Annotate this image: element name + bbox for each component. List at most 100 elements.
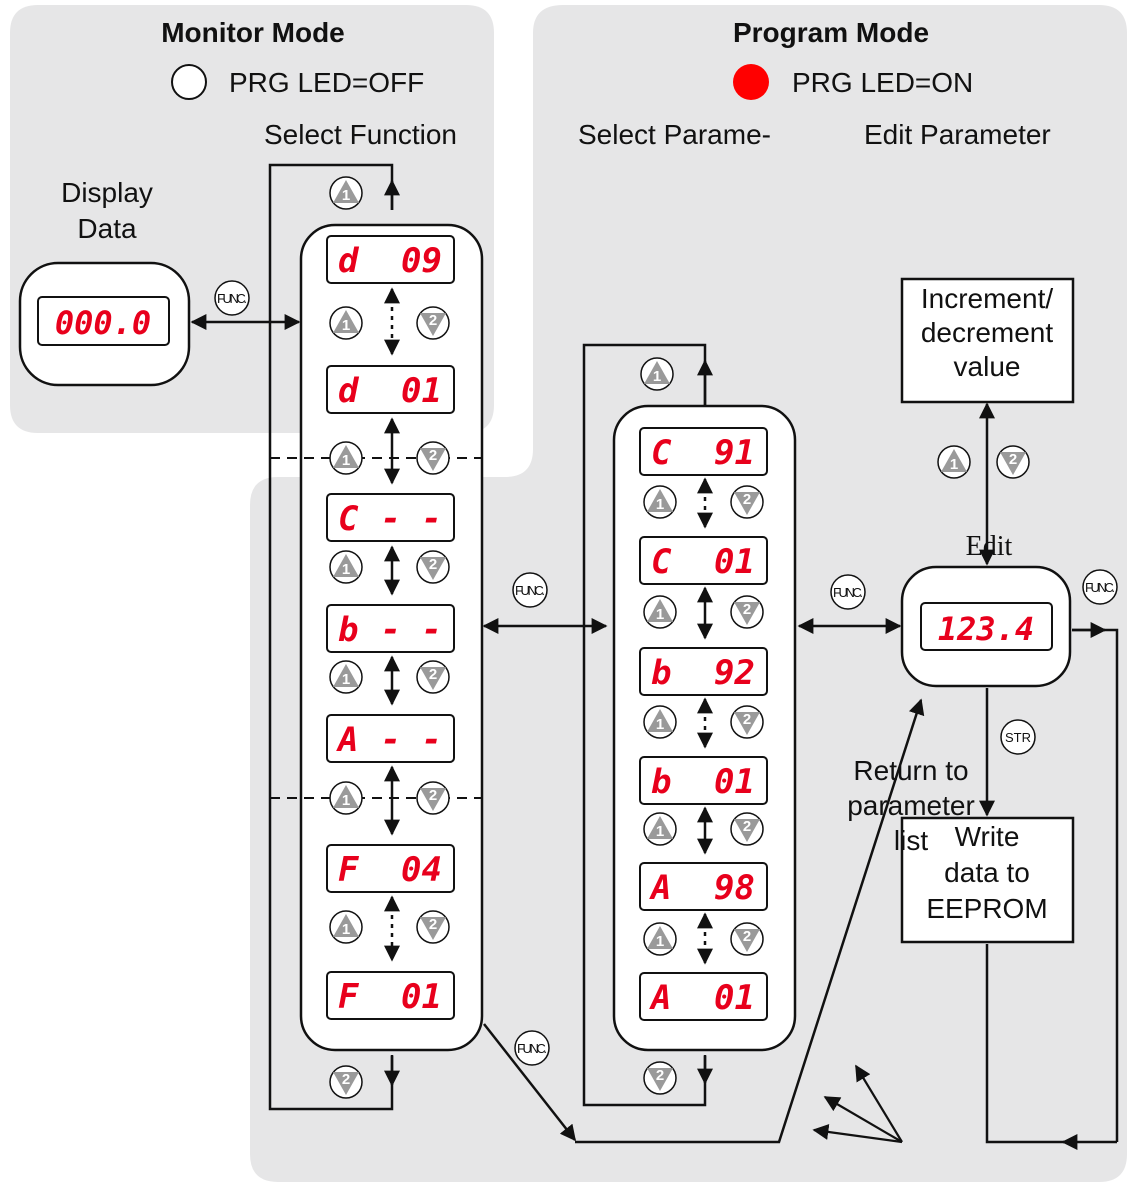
up-key-icon[interactable]: 1 xyxy=(329,660,363,694)
monitor-mode-title: Monitor Mode xyxy=(161,17,345,48)
svg-text:1: 1 xyxy=(342,792,350,809)
svg-text:1: 1 xyxy=(342,317,350,334)
svg-text:2: 2 xyxy=(743,928,751,945)
func-key-icon[interactable]: FUNC. xyxy=(512,572,548,608)
svg-text:STR: STR xyxy=(1005,730,1031,745)
up-key-icon[interactable]: 1 xyxy=(937,445,971,479)
svg-text:1: 1 xyxy=(656,823,664,840)
func-key-icon[interactable]: FUNC. xyxy=(830,574,866,610)
code-display-frame xyxy=(326,844,455,893)
svg-text:1: 1 xyxy=(342,452,350,469)
code-display-frame xyxy=(639,647,768,696)
up-key-icon[interactable]: 1 xyxy=(643,485,677,519)
down-key-icon[interactable]: 2 xyxy=(416,781,450,815)
function-code-number: 92 xyxy=(714,653,755,693)
up-key-icon[interactable]: 1 xyxy=(329,781,363,815)
down-key-icon[interactable]: 2 xyxy=(416,306,450,340)
up-key-icon[interactable]: 1 xyxy=(329,306,363,340)
display-data-label-line1: Display xyxy=(61,177,153,208)
svg-text:1: 1 xyxy=(656,933,664,950)
edit-value: 123.4 xyxy=(938,610,1034,648)
prg-led-off-icon xyxy=(171,64,207,100)
increment-text-line1: Increment/ xyxy=(921,283,1053,314)
up-key-icon[interactable]: 1 xyxy=(643,812,677,846)
svg-text:2: 2 xyxy=(342,1071,350,1088)
down-key-icon[interactable]: 2 xyxy=(329,1065,363,1099)
up-key-icon[interactable]: 1 xyxy=(643,705,677,739)
prg-led-off-label: PRG LED=OFF xyxy=(229,67,424,98)
code-display-frame xyxy=(326,714,455,763)
function-group-letter: F xyxy=(338,850,360,890)
down-key-icon[interactable]: 2 xyxy=(416,550,450,584)
up-key-icon[interactable]: 1 xyxy=(329,176,363,210)
function-to-edit-path xyxy=(575,698,925,1144)
func-key-icon[interactable]: FUNC. xyxy=(214,280,250,316)
function-group-letter: C xyxy=(338,499,359,539)
down-key-icon[interactable]: 2 xyxy=(416,441,450,475)
select-parameter-label: Select Parame- xyxy=(578,119,771,150)
up-key-icon[interactable]: 1 xyxy=(329,441,363,475)
svg-text:FUNC.: FUNC. xyxy=(517,1041,547,1056)
up-key-icon[interactable]: 1 xyxy=(643,922,677,956)
down-key-icon[interactable]: 2 xyxy=(643,1061,677,1095)
code-display-frame xyxy=(326,235,455,284)
function-code-number: 01 xyxy=(714,978,755,1018)
up-key-icon[interactable]: 1 xyxy=(640,357,674,391)
function-code-display: d 01 xyxy=(326,365,455,414)
svg-text:FUNC.: FUNC. xyxy=(833,585,863,600)
svg-text:2: 2 xyxy=(743,491,751,508)
function-group-letter: A xyxy=(336,720,358,760)
svg-text:2: 2 xyxy=(656,1067,664,1084)
store-key-icon[interactable]: STR xyxy=(1000,719,1036,755)
function-group-letter: d xyxy=(338,241,360,281)
svg-text:2: 2 xyxy=(743,601,751,618)
function-group-letter: F xyxy=(338,977,360,1017)
down-key-icon[interactable]: 2 xyxy=(730,705,764,739)
svg-text:FUNC.: FUNC. xyxy=(217,291,247,306)
svg-text:1: 1 xyxy=(950,456,958,473)
svg-text:1: 1 xyxy=(342,671,350,688)
write-text-line3: EEPROM xyxy=(926,893,1047,924)
function-code-number: 01 xyxy=(714,542,755,582)
function-code-number: 09 xyxy=(401,241,442,281)
function-group-letter: A xyxy=(649,868,671,908)
function-code-display: b- - xyxy=(326,604,455,653)
function-group-letter: d xyxy=(338,371,360,411)
function-group-letter: b xyxy=(651,653,671,693)
down-key-icon[interactable]: 2 xyxy=(996,445,1030,479)
function-code-number: 01 xyxy=(401,371,442,411)
code-display-frame xyxy=(639,862,768,911)
svg-text:1: 1 xyxy=(656,716,664,733)
function-group-letter: b xyxy=(651,762,671,802)
up-key-icon[interactable]: 1 xyxy=(643,595,677,629)
down-key-icon[interactable]: 2 xyxy=(416,660,450,694)
code-display-frame xyxy=(326,493,455,542)
code-display-frame xyxy=(639,427,768,476)
down-key-icon[interactable]: 2 xyxy=(730,812,764,846)
write-text-line2: data to xyxy=(944,857,1030,888)
function-to-edit-path-arrow xyxy=(483,1023,576,1142)
parameter-code-display: b 92 xyxy=(639,647,768,696)
code-display-frame xyxy=(326,604,455,653)
down-key-icon[interactable]: 2 xyxy=(416,910,450,944)
program-mode-title: Program Mode xyxy=(733,17,929,48)
code-display-frame xyxy=(326,365,455,414)
select-function-label: Select Function xyxy=(264,119,457,150)
down-key-icon[interactable]: 2 xyxy=(730,485,764,519)
func-key-icon[interactable]: FUNC. xyxy=(1082,569,1118,605)
up-key-icon[interactable]: 1 xyxy=(329,910,363,944)
code-display-frame xyxy=(639,536,768,585)
svg-text:1: 1 xyxy=(656,496,664,513)
up-key-icon[interactable]: 1 xyxy=(329,550,363,584)
svg-text:2: 2 xyxy=(429,787,437,804)
down-key-icon[interactable]: 2 xyxy=(730,595,764,629)
function-loop-frame xyxy=(268,163,394,1111)
svg-text:2: 2 xyxy=(743,711,751,728)
func-key-icon[interactable]: FUNC. xyxy=(514,1030,550,1066)
function-code-number: - - xyxy=(381,720,442,760)
down-key-icon[interactable]: 2 xyxy=(730,922,764,956)
